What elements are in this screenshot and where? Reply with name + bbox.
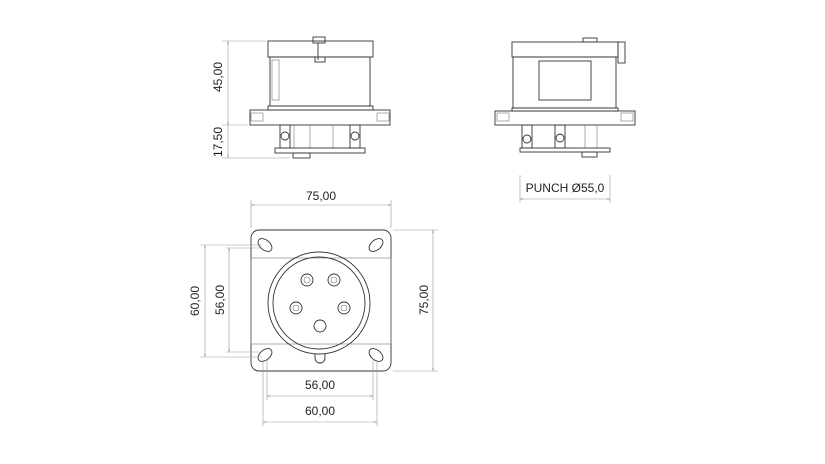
front-view: that 45,00 17,50 — [211, 36, 391, 159]
mounting-holes — [257, 238, 384, 362]
dim-height-holes-outer: 60,00 — [188, 286, 202, 316]
dim-height-holes-inner: 56,00 — [213, 285, 227, 315]
dim-height-total: 75,00 — [417, 285, 431, 315]
dim-height-bottom: 17,50 — [211, 127, 225, 157]
side-view: PUNCH Ø55,0 — [494, 37, 636, 203]
punch-label: PUNCH Ø55,0 — [526, 181, 605, 195]
dim-width-holes-inner: 56,00 — [305, 378, 335, 392]
dim-width-holes-outer: 60,00 — [305, 404, 335, 418]
pin-holes — [289, 273, 351, 333]
bottom-view: 75,00 75,00 60,00 56,00 56,00 60,00 — [188, 189, 438, 426]
dim-width-total: 75,00 — [306, 189, 336, 203]
dim-height-body: 45,00 — [211, 62, 225, 92]
